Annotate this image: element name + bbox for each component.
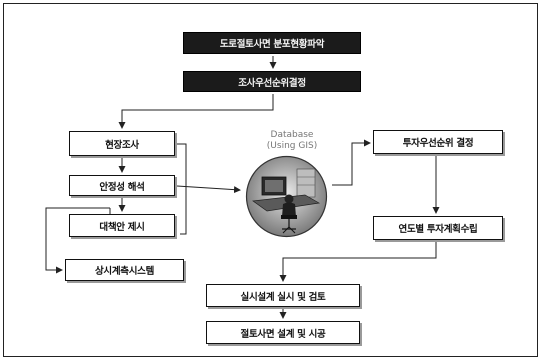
arrow-database-to-priority bbox=[332, 139, 371, 186]
box-investment-priority: 투자우선순위 결정 bbox=[373, 130, 503, 154]
arrow-to-monitoring bbox=[45, 207, 110, 274]
gis-workstation-image bbox=[245, 155, 328, 238]
loop-right bbox=[177, 143, 187, 235]
arrow-top2-to-survey bbox=[118, 94, 274, 129]
box-slope-construction: 절토사면 설계 및 시공 bbox=[206, 321, 360, 344]
arrow-stability-to-database bbox=[176, 185, 241, 194]
box-monitoring-system: 상시계측시스템 bbox=[65, 259, 184, 281]
box-stability-analysis: 안정성 해석 bbox=[69, 175, 175, 196]
database-label-line1: Database bbox=[270, 130, 314, 140]
box-countermeasure: 대책안 제시 bbox=[69, 214, 175, 237]
box-annual-investment-plan: 연도별 투자계획수립 bbox=[373, 216, 503, 240]
database-label: Database (Using GIS) bbox=[232, 130, 352, 152]
box-survey-priority: 조사우선순위결정 bbox=[183, 71, 361, 92]
box-field-survey: 현장조사 bbox=[69, 131, 175, 156]
box-slope-distribution: 도로절토사면 분포현황파악 bbox=[183, 32, 361, 54]
box-design-review: 실시설계 실시 및 검토 bbox=[206, 284, 360, 307]
arrow-plan-to-design bbox=[279, 240, 437, 282]
database-label-line2: (Using GIS) bbox=[266, 141, 318, 151]
